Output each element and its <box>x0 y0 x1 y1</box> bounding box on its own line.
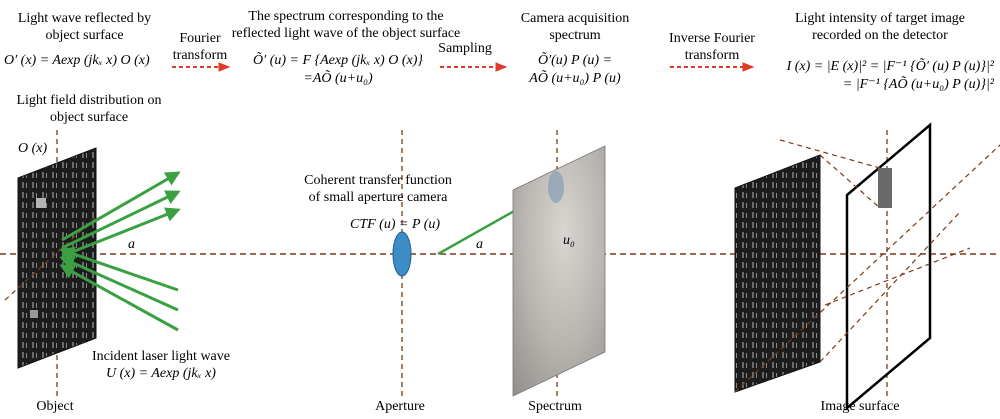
image-projection-4 <box>819 211 961 363</box>
object-wave-label: Light wave reflected by object surface <box>2 10 167 44</box>
spectrum-plane <box>512 145 606 397</box>
object-wave-label-line1: Light wave reflected by <box>17 11 152 26</box>
spectrum-pupil <box>548 171 564 203</box>
intensity-equation: I (x) = |E (x)|² = |F⁻¹ {Õ′ (u) P (u)}|²… <box>742 58 994 94</box>
reflected-ray-1 <box>61 171 181 242</box>
intensity-equation-line2: = |F⁻¹ {AÕ (u+u₀) P (u)}|² <box>842 77 994 92</box>
fourier-transform-label: Fourier transform <box>168 30 232 64</box>
object-chart-square-2 <box>30 310 38 318</box>
u0-label: u₀ <box>563 233 575 248</box>
object-wave-equation: O′ (x) = Aexp (jkₓ x) O (x) <box>4 53 150 68</box>
spectrum-description-line1: The spectrum corresponding to the <box>248 9 444 24</box>
object-field-symbol: O (x) <box>18 141 48 156</box>
image-surface-caption: Image surface <box>820 399 900 414</box>
spectrum-description-line2: reflected light wave of the object surfa… <box>231 26 461 41</box>
camera-label-line1: Camera acquisition <box>520 11 630 26</box>
light-field-label-line1: Light field distribution on <box>16 93 162 108</box>
incident-ray-2 <box>59 256 179 312</box>
camera-label-line2: spectrum <box>549 28 601 43</box>
image-projection-5 <box>824 247 971 306</box>
camera-acquisition-label: Camera acquisition spectrum <box>505 10 645 44</box>
spectrum-equation: Õ′ (u) = F {Aexp (jkₓ x) O (x)} =AÕ (u+u… <box>228 52 448 88</box>
spectrum-equation-line1: Õ′ (u) = F {Aexp (jkₓ x) O (x)} <box>253 53 423 68</box>
image-projection-3 <box>734 144 1000 393</box>
camera-equation-line2: AÕ (u+u₀) P (u) <box>529 71 621 86</box>
light-field-label: Light field distribution on object surfa… <box>0 92 178 126</box>
intensity-equation-line1: I (x) = |E (x)|² = |F⁻¹ {Õ′ (u) P (u)}|² <box>786 59 994 74</box>
fourier-label-line1: Fourier <box>179 31 221 46</box>
object-wave-label-line2: object surface <box>45 28 124 43</box>
reflected-ray-3 <box>61 207 181 258</box>
spectrum-equation-line2: =AÕ (u+u₀) <box>303 71 373 86</box>
object-caption: Object <box>36 399 74 414</box>
inverse-label-line1: Inverse Fourier <box>669 31 755 46</box>
light-intensity-label: Light intensity of target image recorded… <box>770 10 990 44</box>
incident-laser-label: Incident laser light wave U (x) = Aexp (… <box>66 348 256 382</box>
ctf-label-line2: of small aperture camera <box>308 190 448 205</box>
object-diagonal-dash <box>4 217 96 301</box>
incident-ray-1 <box>59 246 179 292</box>
inverse-label-line2: transform <box>684 48 740 63</box>
spectrum-description-label: The spectrum corresponding to the reflec… <box>226 8 466 42</box>
camera-equation-line1: Õ′(u) P (u) = <box>537 53 613 68</box>
image-detector-frame <box>845 122 932 411</box>
ctf-label: Coherent transfer function of small aper… <box>288 172 468 206</box>
camera-equation: Õ′(u) P (u) = AÕ (u+u₀) P (u) <box>505 52 645 88</box>
image-object-plane <box>734 154 821 393</box>
image-projection-2 <box>819 154 881 209</box>
incident-laser-line1: Incident laser light wave <box>91 349 230 364</box>
angle-label-mid: a <box>476 237 483 252</box>
ctf-label-line1: Coherent transfer function <box>304 173 452 188</box>
intensity-label-line1: Light intensity of target image <box>794 11 966 26</box>
object-chart-square <box>36 198 46 208</box>
incident-ray-3 <box>59 264 179 332</box>
aperture-lens <box>392 231 412 277</box>
ctf-equation: CTF (u) = P (u) <box>350 217 441 232</box>
fourier-label-line2: transform <box>172 48 228 63</box>
image-spot <box>878 168 892 208</box>
spectrum-caption: Spectrum <box>528 399 582 414</box>
sampling-label: Sampling <box>438 41 492 56</box>
reflected-ray-2 <box>61 190 181 250</box>
inverse-fourier-label: Inverse Fourier transform <box>660 30 764 64</box>
intensity-label-line2: recorded on the detector <box>812 28 948 43</box>
aperture-caption: Aperture <box>375 399 425 414</box>
incident-laser-line2: U (x) = Aexp (jkₓ x) <box>106 366 216 381</box>
light-field-label-line2: object surface <box>49 110 129 125</box>
angle-label-left: a <box>128 237 135 252</box>
